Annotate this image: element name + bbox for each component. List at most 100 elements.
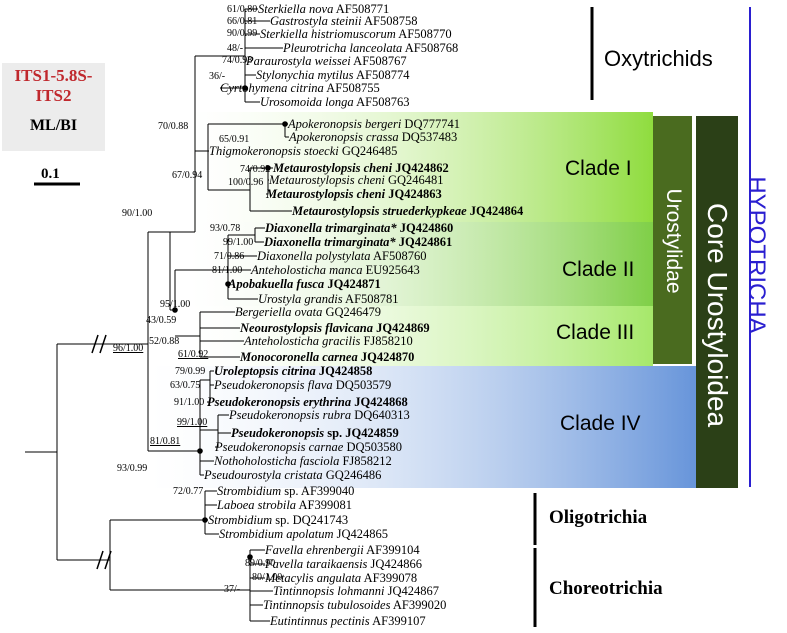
- full-support-node: [197, 448, 203, 454]
- node-support-value: 72/0.77: [173, 486, 204, 497]
- taxon-species: Apokeronopsis bergeri: [288, 117, 402, 131]
- taxon-species: Strombidium: [217, 484, 282, 498]
- taxon-label: Thigmokeronopsis stoecki GQ246485: [209, 144, 397, 158]
- taxon-accession: JQ424868: [351, 395, 408, 409]
- taxon-label: Pseudokeronopsis erythrina JQ424868: [207, 395, 408, 409]
- oxytrichids-label: Oxytrichids: [604, 46, 713, 71]
- full-support-node: [282, 121, 288, 127]
- taxon-accession: EU925643: [362, 263, 420, 277]
- taxon-species: Paraurostyla weissei: [246, 54, 351, 68]
- taxon-species: Sterkiella histriomuscorum: [260, 27, 396, 41]
- clade3-label: Clade III: [556, 321, 635, 344]
- node-support-value: 81/1.00: [212, 265, 243, 276]
- node-support-value: 90/0.99: [227, 28, 258, 39]
- taxon-label: Strombidium apolatum JQ424865: [219, 527, 388, 541]
- taxon-accession: GQ246481: [384, 173, 444, 187]
- node-support-value: 93/0.99: [117, 463, 148, 474]
- taxon-label: Pseudokeronopsis flava DQ503579: [214, 378, 391, 392]
- legend-title-line1: ITS1-5.8S-: [14, 66, 93, 85]
- taxon-accession: AF399081: [296, 498, 352, 512]
- clade3-background: [190, 306, 653, 366]
- taxon-label: Strombidium sp. DQ241743: [208, 513, 348, 527]
- legend-box: [2, 63, 105, 151]
- taxon-accession: JQ424866: [367, 557, 422, 571]
- urostylidae-label: Urostylidae: [662, 188, 685, 294]
- taxon-accession: AF508781: [342, 292, 399, 306]
- node-support-value: 48/-: [227, 43, 244, 54]
- taxon-label: Nothoholosticha fasciola FJ858212: [214, 454, 392, 468]
- taxon-label: Favella ehrenbergii AF399104: [265, 543, 420, 557]
- taxon-accession: JQ424864: [466, 204, 524, 218]
- taxon-species: Nothoholosticha fasciola: [214, 454, 340, 468]
- taxon-accession: DQ640313: [351, 408, 410, 422]
- taxon-label: Pseudokeronopsis rubra DQ640313: [229, 408, 410, 422]
- taxon-accession: JQ424871: [324, 277, 381, 291]
- node-support-value: 95/1.00: [160, 299, 191, 310]
- taxon-label: Neourostylopsis flavicana JQ424869: [240, 321, 430, 335]
- taxon-species: Apokeronopsis crassa: [289, 130, 399, 144]
- taxon-accession: JQ424859: [342, 426, 399, 440]
- taxon-accession: JQ424870: [357, 350, 415, 364]
- taxon-label: Bergeriella ovata GQ246479: [235, 305, 381, 319]
- taxon-species: Pseudokeronopsis erythrina: [207, 395, 352, 409]
- scale-bar-label: 0.1: [41, 166, 60, 182]
- taxon-species: Metaurostylopsis cheni: [266, 187, 386, 201]
- taxon-label: Tintinnopsis lohmanni JQ424867: [273, 584, 439, 598]
- taxon-species: Cyrtohymena citrina: [220, 81, 324, 95]
- taxon-label: Anteholosticha manca EU925643: [251, 263, 420, 277]
- taxon-accession: DQ241743: [289, 513, 349, 527]
- taxon-species: Pseudokeronopsis: [231, 426, 325, 440]
- taxon-species: Pseudourostyla cristata: [204, 468, 323, 482]
- taxon-label: Metaurostylopsis cheni JQ424863: [266, 187, 442, 201]
- node-support-value: 81/0.81: [150, 436, 181, 447]
- taxon-accession: DQ503579: [332, 378, 392, 392]
- node-support-value: 79/0.99: [175, 366, 206, 377]
- taxon-sp: sp.: [281, 484, 299, 498]
- taxon-accession: DQ537483: [398, 130, 458, 144]
- taxon-label: Apokeronopsis bergeri DQ777741: [288, 117, 460, 131]
- full-support-node: [247, 554, 253, 560]
- taxon-sp: sp.: [272, 513, 290, 527]
- legend-title: ITS1-5.8S- ITS2: [2, 66, 105, 106]
- choreotrichia-label: Choreotrichia: [549, 578, 663, 599]
- oligotrichia-label: Oligotrichia: [549, 507, 648, 528]
- taxon-label: Pseudokeronopsis carnae DQ503580: [215, 440, 402, 454]
- branch-break-mark: [104, 550, 112, 570]
- legend-title-line2: ITS2: [35, 86, 72, 105]
- taxon-species: Metacylis angulata: [265, 571, 362, 585]
- node-support-value: 65/0.91: [219, 134, 250, 145]
- taxon-species: Thigmokeronopsis stoecki: [209, 144, 339, 158]
- taxon-species: Diaxonella trimarginata*: [264, 235, 396, 249]
- taxon-label: Uroleptopsis citrina JQ424858: [214, 364, 372, 378]
- taxon-accession: FJ858210: [360, 334, 413, 348]
- taxon-label: Sterkiella nova AF508771: [258, 2, 389, 16]
- taxon-accession: FJ858212: [339, 454, 392, 468]
- node-support-value: 36/-: [209, 71, 226, 82]
- branch-break-mark: [91, 334, 99, 354]
- taxon-species: Apobakuella fusca: [228, 277, 325, 291]
- taxon-accession: JQ424861: [395, 235, 453, 249]
- clade2-label: Clade II: [562, 258, 635, 281]
- node-support-value: 96/1.00: [113, 343, 144, 354]
- node-support-value: 89/0.90: [245, 558, 276, 569]
- taxon-accession: AF399040: [298, 484, 355, 498]
- taxon-accession: AF508763: [353, 95, 410, 109]
- taxon-label: Apokeronopsis crassa DQ537483: [289, 130, 457, 144]
- taxon-species: Anteholosticha gracilis: [244, 334, 361, 348]
- legend-method: ML/BI: [29, 117, 78, 134]
- node-support-value: 91/1.00: [174, 397, 205, 408]
- taxon-label: Pseudourostyla cristata GQ246486: [204, 468, 381, 482]
- node-support-value: 67/0.94: [172, 170, 203, 181]
- taxon-label: Sterkiella histriomuscorum AF508770: [260, 27, 452, 41]
- clade2-background: [190, 222, 653, 306]
- taxon-label: Gastrostyla steinii AF508758: [270, 14, 417, 28]
- taxon-label: Eutintinnus pectinis AF399107: [270, 614, 426, 628]
- taxon-accession: AF508767: [350, 54, 407, 68]
- taxon-accession: AF399107: [369, 614, 426, 628]
- taxon-label: Cyrtohymena citrina AF508755: [220, 81, 380, 95]
- taxon-label: Pleurotricha lanceolata AF508768: [283, 41, 458, 55]
- taxon-species: Strombidium: [208, 513, 273, 527]
- taxon-sp: sp.: [324, 426, 343, 440]
- taxon-label: Diaxonella trimarginata* JQ424861: [264, 235, 452, 249]
